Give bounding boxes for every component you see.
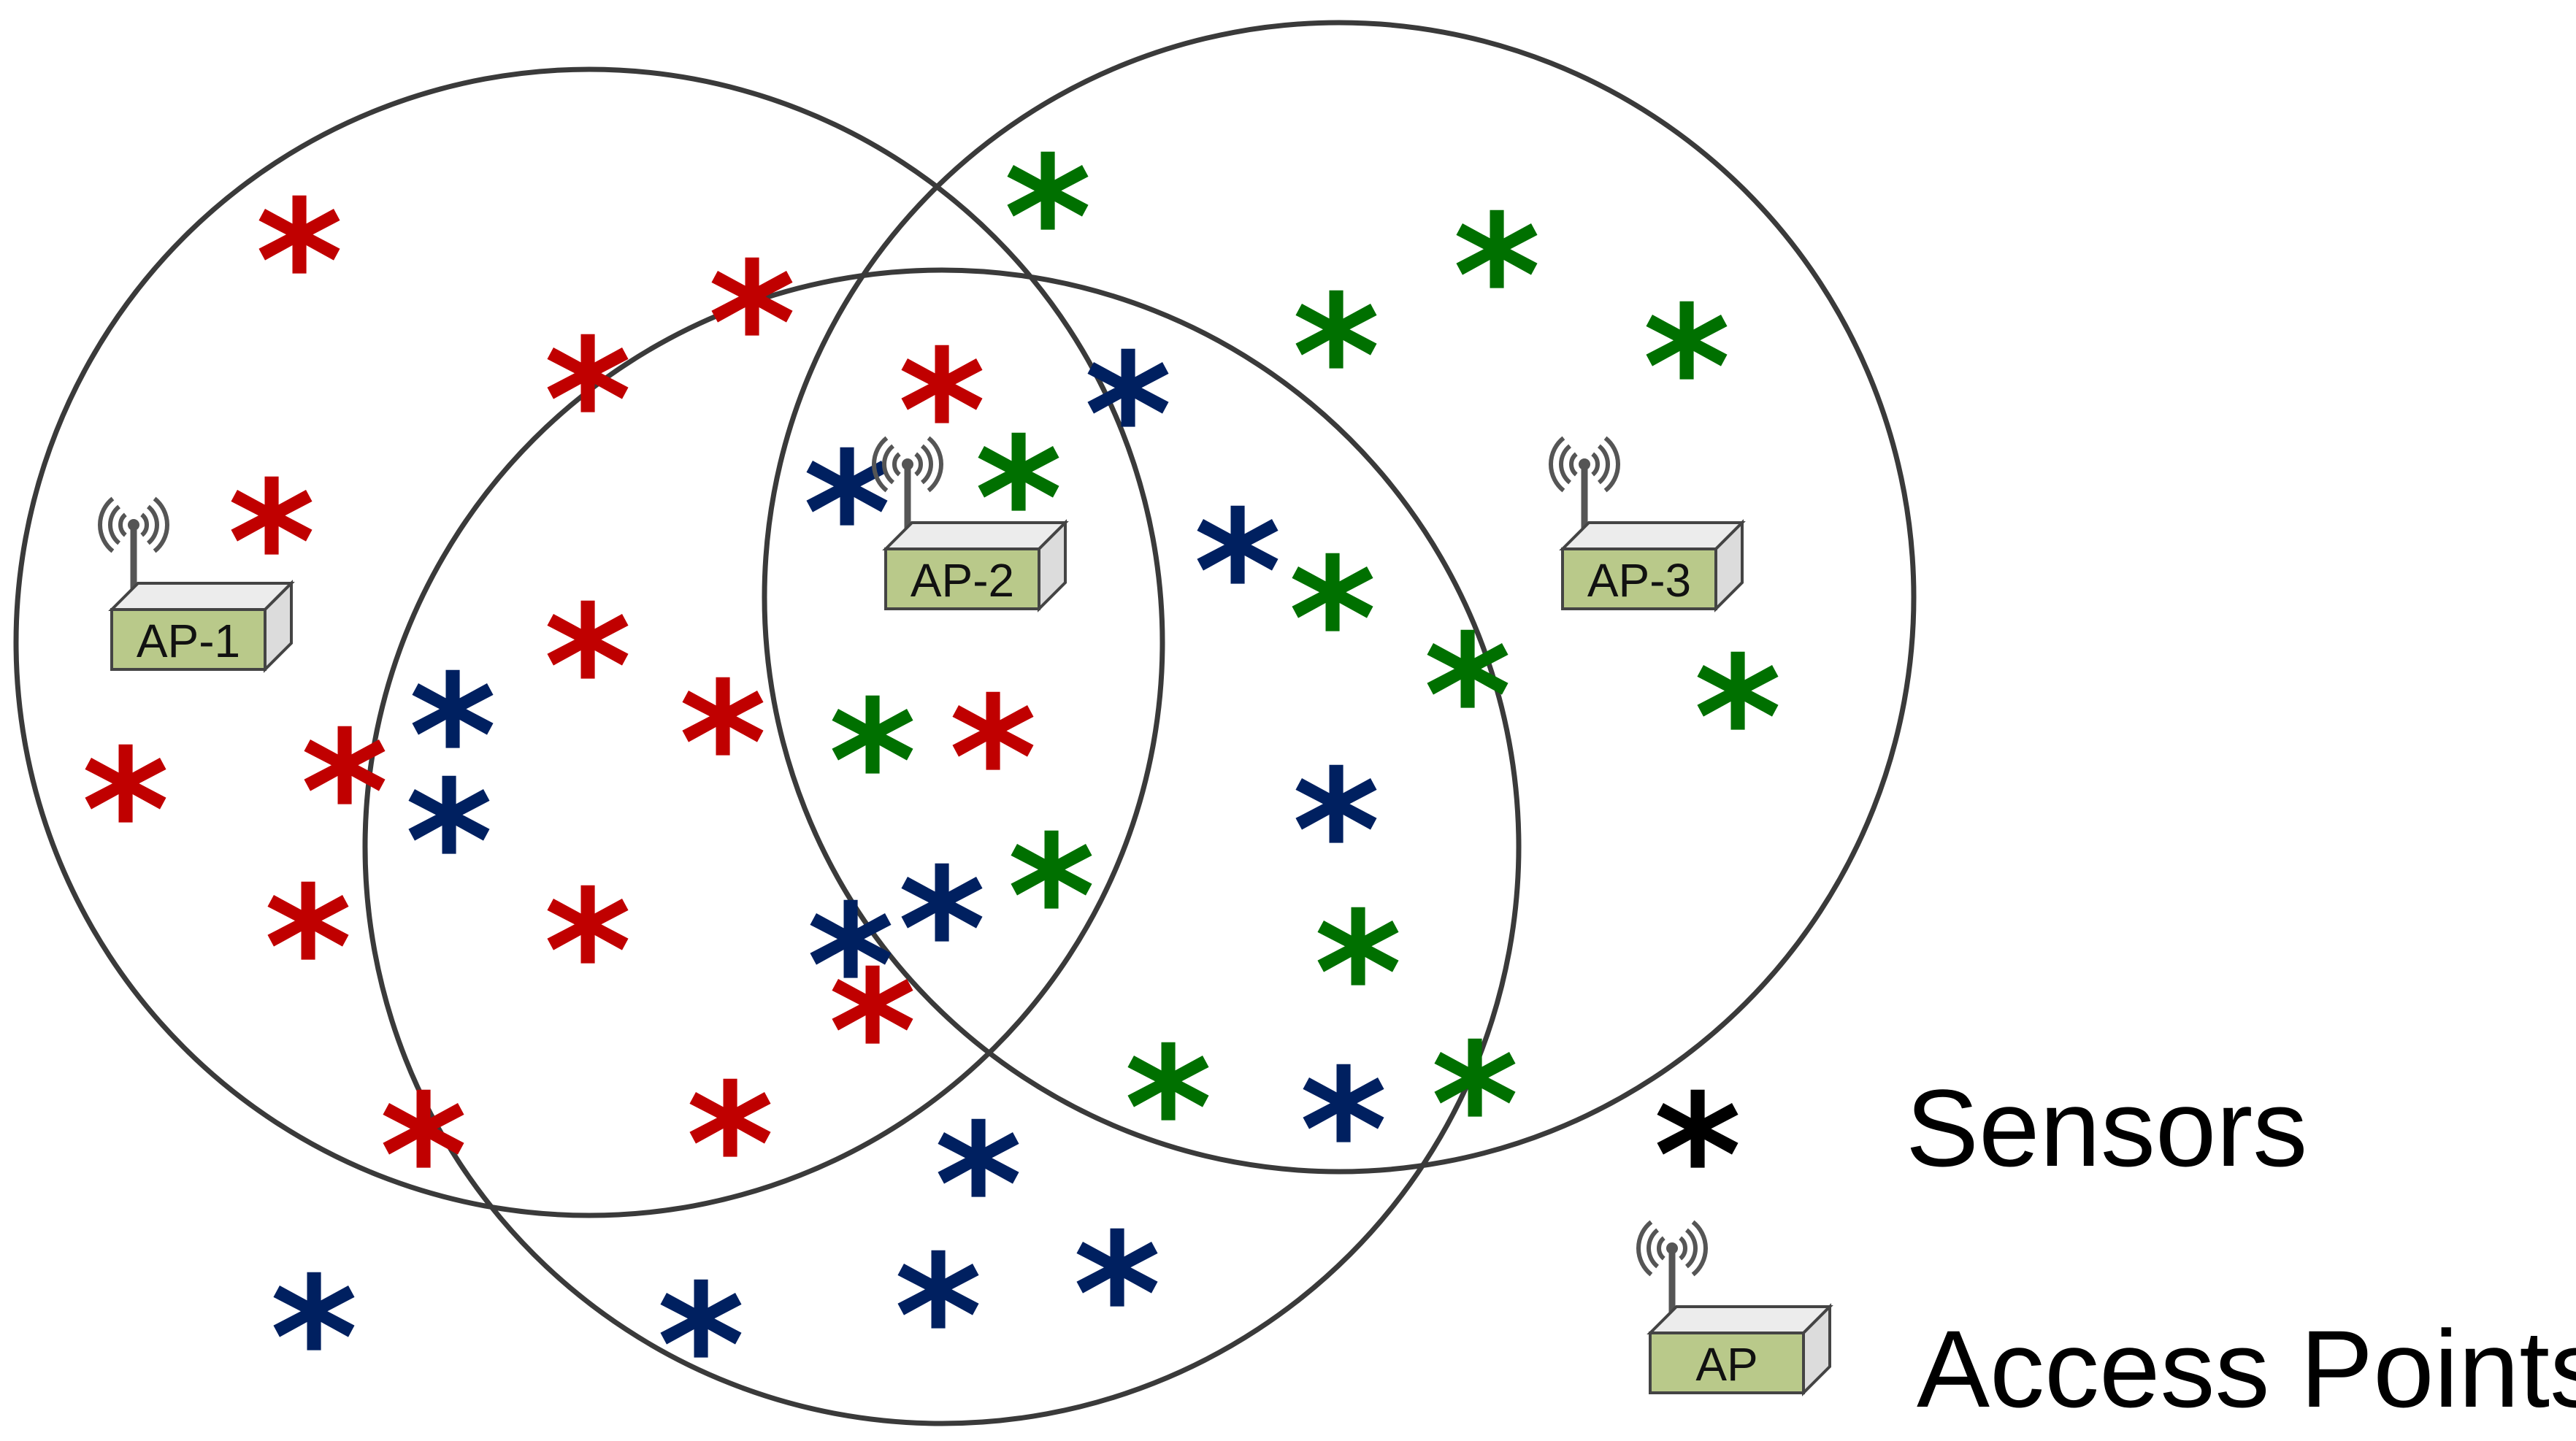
access-point-box-icon <box>1559 519 1746 612</box>
ap3-sensor-icon: * <box>1314 877 1402 1072</box>
legend-sensors-label: Sensors <box>1906 1067 2307 1189</box>
ap1-sensor-icon: * <box>256 166 343 361</box>
ap-1-coverage-circle <box>13 66 1165 1218</box>
ap-2-marker: AP-2 <box>872 436 1069 612</box>
access-point-markers: AP-1 AP-2 AP-3 <box>98 436 1746 673</box>
access-point-box-icon <box>1647 1303 1833 1396</box>
legend-access-point-icon: AP <box>1636 1220 1833 1396</box>
ap1-sensor-icon: * <box>544 304 632 499</box>
ap2-sensor-icon: * <box>1300 1034 1387 1229</box>
access-point-label: AP <box>1695 1338 1757 1391</box>
access-point-label: AP-2 <box>911 554 1014 607</box>
ap2-sensor-icon: * <box>270 1242 358 1437</box>
ap2-sensor-icon: * <box>898 834 986 1029</box>
ap1-sensor-icon: * <box>380 1060 467 1255</box>
ap1-sensor-icon: * <box>949 662 1037 857</box>
ap2-sensor-icon: * <box>405 746 493 941</box>
ap1-sensor-icon: * <box>686 1049 774 1244</box>
ap-3-marker: AP-3 <box>1549 436 1746 612</box>
ap1-sensor-icon: * <box>898 315 986 510</box>
ap2-sensor-icon: * <box>894 1221 982 1415</box>
ap1-sensor-icon: * <box>301 696 388 891</box>
ap3-sensor-icon: * <box>1643 272 1730 466</box>
ap-1-marker: AP-1 <box>98 496 295 673</box>
ap1-sensor-icon: * <box>829 936 916 1131</box>
ap2-sensor-icon: * <box>1292 735 1380 930</box>
ap3-sensor-icon: * <box>1431 1009 1519 1204</box>
access-point-label: AP-3 <box>1587 554 1691 607</box>
ap1-sensor-icon: * <box>264 852 352 1047</box>
legend-sensor-symbol: * <box>1654 1060 1741 1255</box>
access-point-label: AP-1 <box>137 615 240 667</box>
ap2-sensor-icon: * <box>657 1250 745 1441</box>
ap1-sensor-icon: * <box>679 648 767 842</box>
ap2-sensor-icon: * <box>935 1089 1022 1284</box>
ap1-sensor-icon: * <box>544 571 632 766</box>
ap3-sensor-icon: * <box>1124 1012 1212 1207</box>
legend: * Sensors AP Access Points <box>1636 1060 2576 1430</box>
ap2-sensor-icon: * <box>1073 1199 1161 1394</box>
sensor-markers: ****************************************… <box>82 122 1782 1441</box>
ap3-sensor-icon: * <box>1004 122 1092 317</box>
ap3-sensor-icon: * <box>1424 600 1511 795</box>
wifi-antenna-icon <box>98 496 169 607</box>
ap1-sensor-icon: * <box>544 856 632 1050</box>
ap3-sensor-icon: * <box>1453 180 1541 375</box>
ap2-sensor-icon: * <box>1194 476 1281 671</box>
ap2-sensor-icon: * <box>807 870 894 1065</box>
coverage-areas <box>13 20 1917 1426</box>
ap2-sensor-icon: * <box>1084 319 1172 514</box>
access-point-box-icon <box>882 519 1069 612</box>
ap3-sensor-icon: * <box>1289 523 1376 718</box>
ap-2-coverage-circle <box>362 267 1522 1426</box>
legend-access-points-label: Access Points <box>1917 1307 2576 1430</box>
ap1-sensor-icon: * <box>708 228 796 423</box>
ap2-sensor-icon: * <box>409 640 497 835</box>
access-point-box-icon <box>108 580 295 673</box>
ap3-sensor-icon: * <box>829 666 916 861</box>
legend-ap-marker: AP <box>1636 1220 1833 1396</box>
ap-3-coverage-circle <box>762 20 1917 1175</box>
ap3-sensor-icon: * <box>1008 801 1095 996</box>
ap1-sensor-icon: * <box>82 715 169 910</box>
ap3-sensor-icon: * <box>1292 261 1380 456</box>
ap3-sensor-icon: * <box>1694 622 1782 817</box>
